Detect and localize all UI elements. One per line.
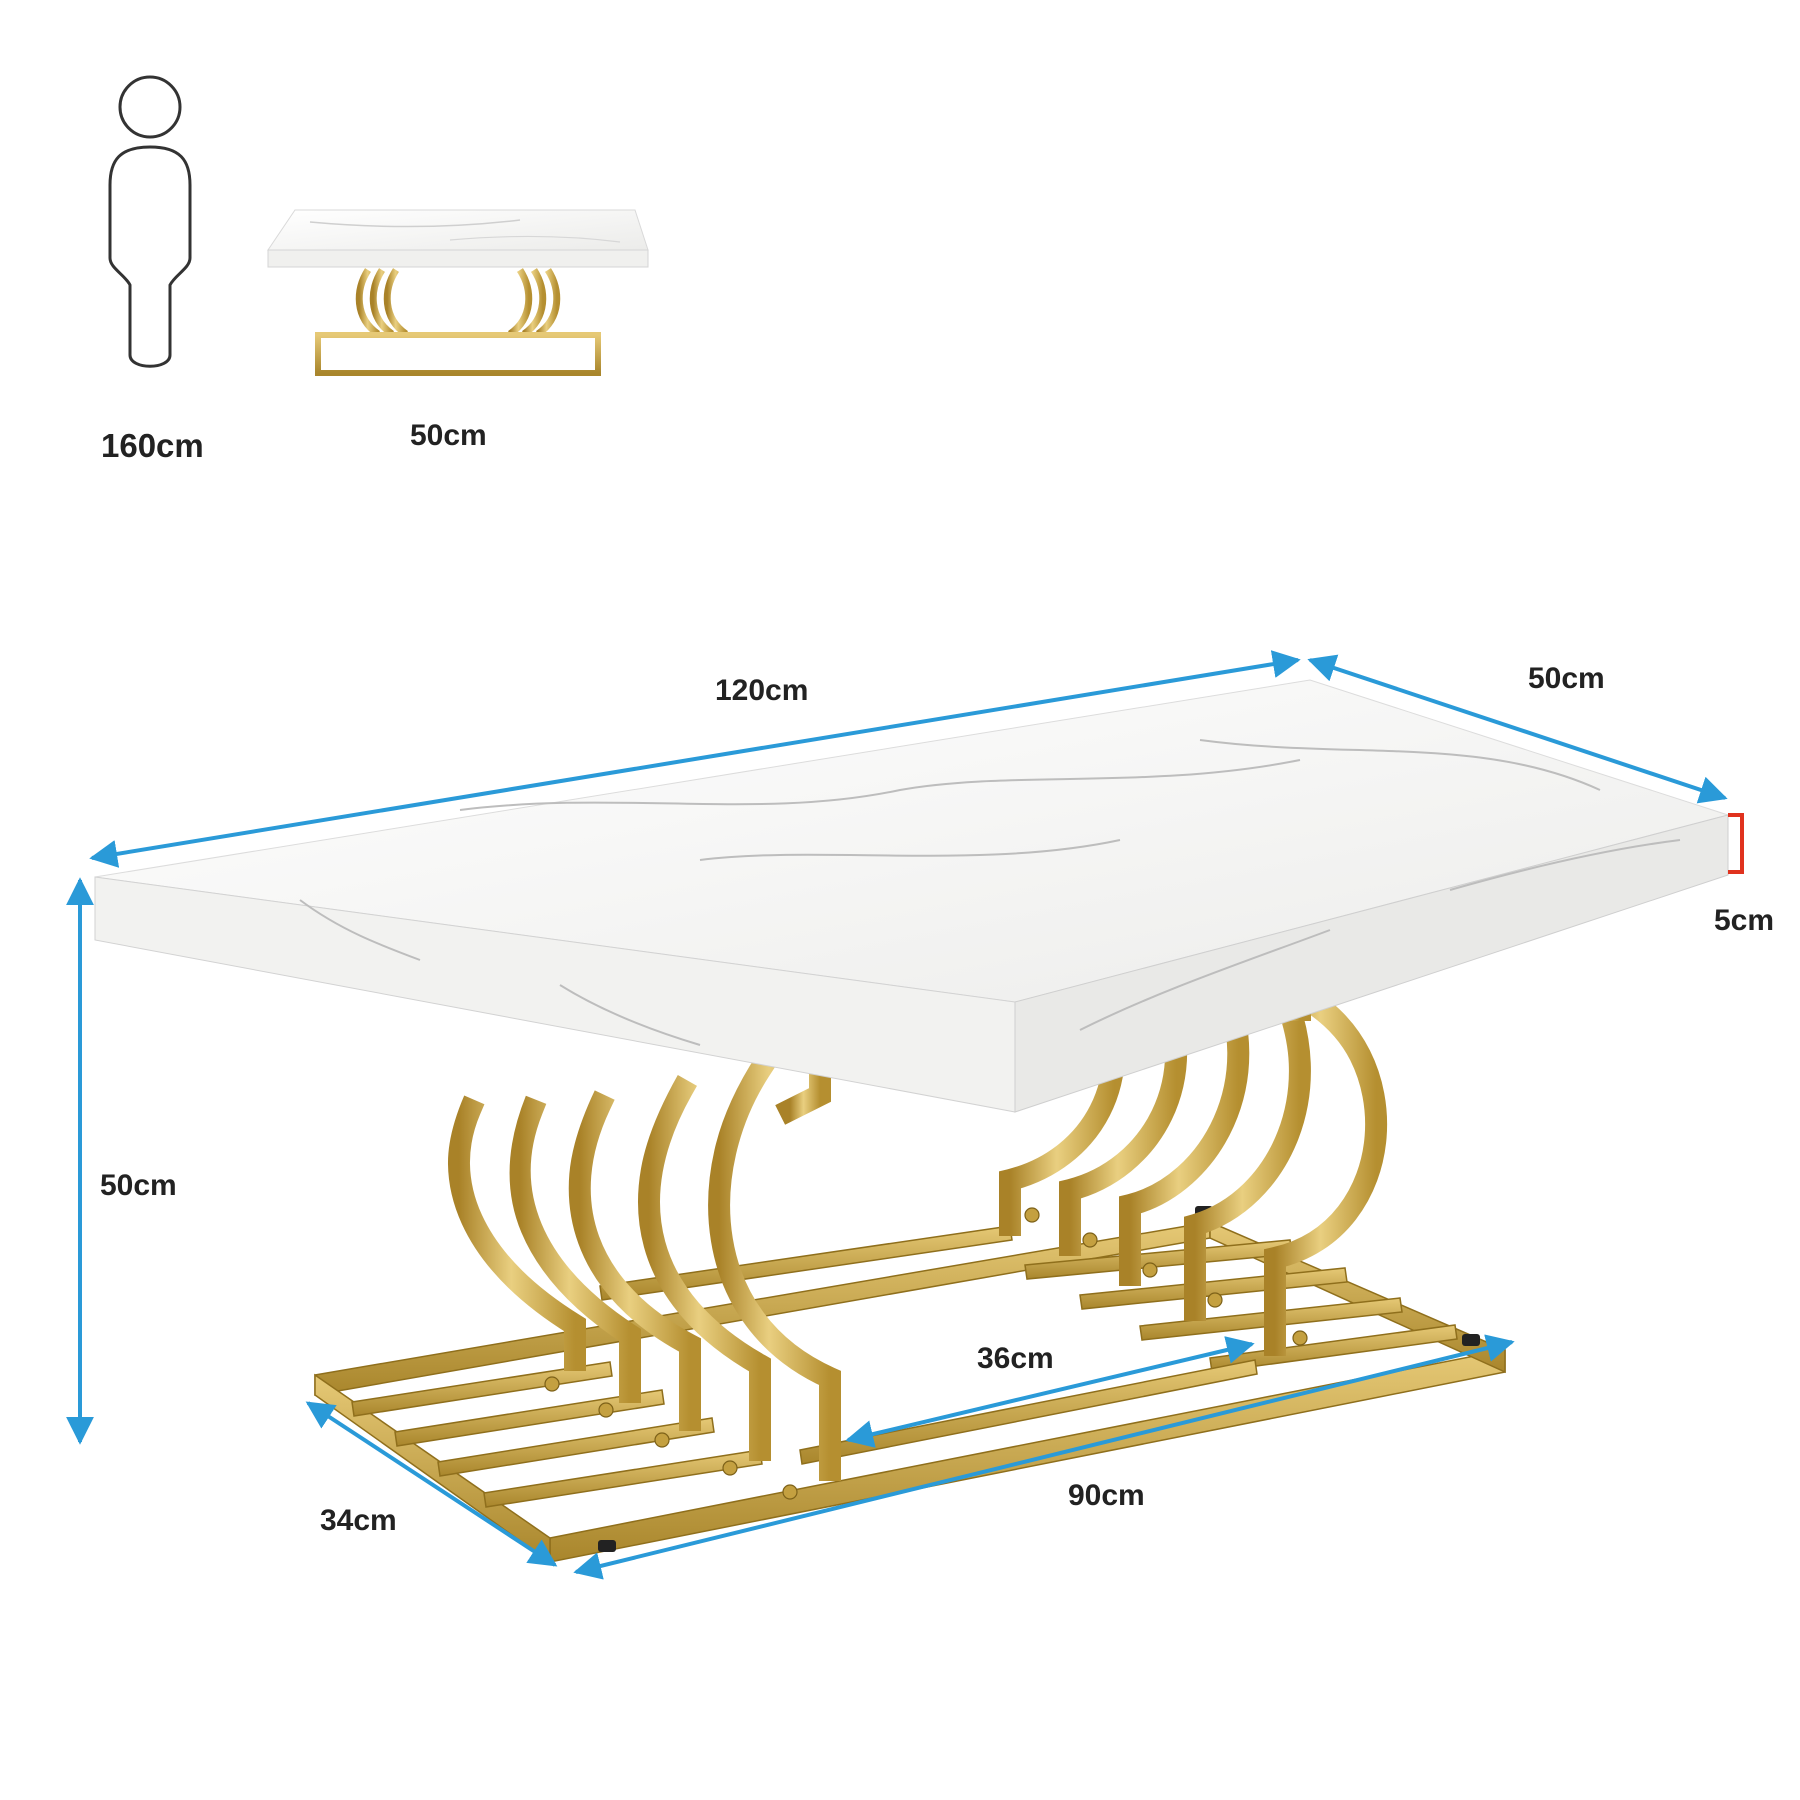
person-icon [108, 75, 192, 368]
gold-base-frame [314, 1220, 1506, 1564]
thickness-marker-icon [1728, 813, 1744, 874]
top-thickness-label: 5cm [1714, 904, 1774, 937]
thumbnail-height-label: 50cm [410, 419, 487, 452]
dimension-arrows [66, 650, 1728, 1580]
table-thumbnail-icon [267, 209, 649, 376]
base-depth-label: 34cm [320, 1504, 397, 1537]
inner-span-arrow [845, 1336, 1255, 1448]
inner-span-label: 36cm [977, 1342, 1054, 1375]
marble-top [94, 679, 1730, 1113]
top-length-arrow [89, 650, 1301, 868]
top-depth-arrow [1307, 654, 1728, 804]
top-length-label: 120cm [715, 674, 808, 707]
base-length-label: 90cm [1068, 1479, 1145, 1512]
base-depth-arrow [305, 1401, 558, 1567]
top-depth-label: 50cm [1528, 662, 1605, 695]
height-label: 50cm [100, 1169, 177, 1202]
base-length-arrow [573, 1334, 1515, 1580]
coffee-table-illustration [94, 679, 1730, 1564]
person-height-label: 160cm [101, 427, 204, 464]
